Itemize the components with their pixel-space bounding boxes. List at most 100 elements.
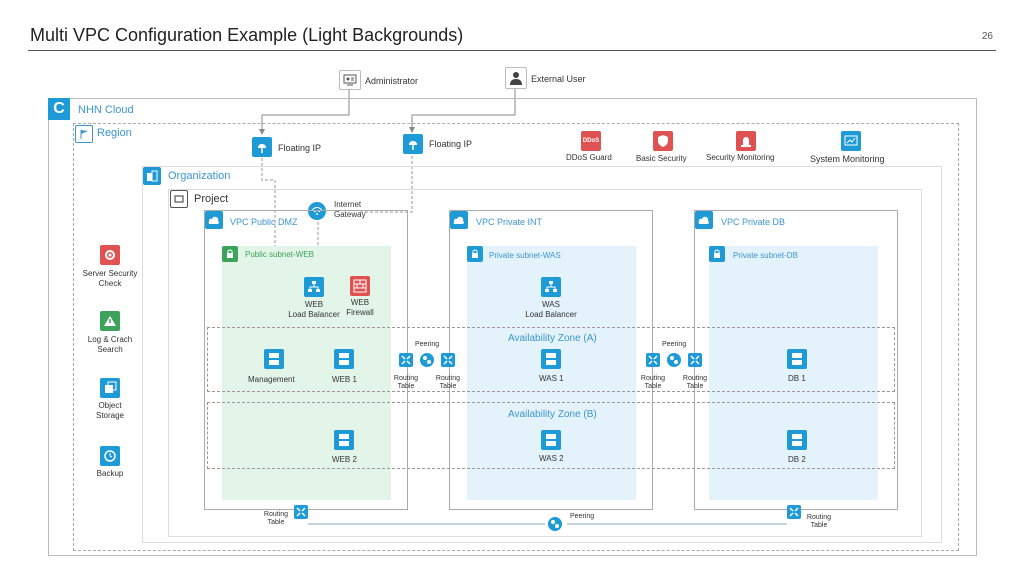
web-firewall-icon [350, 276, 370, 296]
routing-table-3b-icon [787, 505, 801, 519]
administrator-icon [339, 70, 361, 90]
external-user-label: External User [531, 74, 586, 84]
peering-3-label: Peering [570, 513, 595, 520]
peering-1-label: Peering [415, 341, 440, 348]
internet-gateway-label-2: Gateway [334, 210, 366, 219]
subnet-was-label: Private subnet-WAS [489, 251, 561, 260]
backup-icon [100, 446, 120, 466]
routing-table-1a-icon [399, 353, 413, 367]
floating-ip-left-icon [252, 137, 272, 157]
management-server-icon [264, 349, 284, 369]
internet-gateway-icon [308, 202, 326, 220]
peering-2-icon [667, 353, 681, 367]
availability-zone-b-label: Availability Zone (B) [508, 409, 597, 420]
security-monitoring-label: Security Monitoring [706, 153, 775, 162]
vpc-dmz-label: VPC Public DMZ [230, 217, 298, 227]
subnet-web-label: Public subnet-WEB [245, 250, 314, 259]
subnet-was-lock-icon [467, 246, 483, 262]
ddos-badge-text: DDoS [582, 138, 600, 144]
was2-server-icon [541, 430, 561, 450]
routing-table-3a-icon [294, 505, 308, 519]
management-label: Management [248, 375, 295, 384]
region-flag-icon [75, 125, 93, 143]
peering-1-icon [420, 353, 434, 367]
nhn-cloud-icon: C [48, 98, 70, 120]
vpc-int-icon [450, 211, 468, 229]
routing-table-2a-icon [646, 353, 660, 367]
object-storage-icon [100, 378, 120, 398]
db1-server-icon [787, 349, 807, 369]
availability-zone-a [207, 327, 895, 392]
was1-server-icon [541, 349, 561, 369]
organization-label: Organization [168, 170, 231, 182]
project-icon [170, 190, 188, 208]
db2-label: DB 2 [788, 455, 806, 464]
availability-zone-a-label: Availability Zone (A) [508, 333, 597, 344]
nhn-cloud-label: NHN Cloud [78, 104, 134, 116]
basic-security-label: Basic Security [636, 154, 687, 163]
was1-label: WAS 1 [539, 374, 564, 383]
system-monitoring-icon [841, 131, 861, 151]
region-boundary [73, 123, 959, 551]
vpc-int-label: VPC Private INT [476, 217, 543, 227]
subnet-db-lock-icon [709, 246, 725, 262]
peering-2-label: Peering [662, 341, 687, 348]
web1-server-icon [334, 349, 354, 369]
web-load-balancer-icon [304, 277, 324, 297]
log-crash-search-icon [100, 311, 120, 331]
internet-gateway-label-1: Internet [334, 200, 362, 209]
page-number: 26 [981, 31, 993, 42]
web2-server-icon [334, 430, 354, 450]
routing-table-1b-icon [441, 353, 455, 367]
nhn-cloud-boundary [48, 98, 977, 556]
floating-ip-left-label: Floating IP [278, 143, 322, 153]
system-monitoring-label: System Monitoring [810, 154, 885, 164]
server-security-check-icon [100, 245, 120, 265]
backup-label: Backup [96, 469, 124, 478]
administrator-label: Administrator [365, 76, 419, 86]
project-boundary [168, 189, 922, 537]
vpc-db-label: VPC Private DB [721, 217, 786, 227]
project-label: Project [194, 193, 229, 205]
floating-ip-right-label: Floating IP [429, 139, 473, 149]
was-load-balancer-icon [541, 277, 561, 297]
db1-label: DB 1 [788, 374, 806, 383]
web1-label: WEB 1 [332, 375, 357, 384]
was2-label: WAS 2 [539, 454, 564, 463]
vpc-dmz-icon [205, 211, 223, 229]
vpc-db-icon [695, 211, 713, 229]
floating-ip-dashed-right [360, 156, 413, 213]
security-monitoring-icon [736, 131, 756, 151]
web2-label: WEB 2 [332, 455, 357, 464]
subnet-db-label: Private subnet-DB [733, 251, 798, 260]
title-divider [28, 50, 996, 51]
floating-ip-right-icon [403, 134, 423, 154]
subnet-web-lock-icon [222, 246, 238, 262]
page-title: Multi VPC Configuration Example (Light B… [30, 25, 464, 45]
routing-table-2b-icon [688, 353, 702, 367]
ddos-guard-label: DDoS Guard [566, 153, 612, 162]
db2-server-icon [787, 430, 807, 450]
availability-zone-b [207, 402, 895, 469]
ddos-guard-icon: DDoS [581, 131, 601, 151]
external-user-icon [505, 67, 527, 89]
organization-icon [143, 167, 161, 185]
basic-security-icon [653, 131, 673, 151]
peering-3-icon [548, 517, 562, 531]
organization-boundary [142, 166, 942, 543]
subnet-private-db [709, 246, 878, 500]
region-label: Region [97, 127, 132, 139]
admin-link [259, 85, 350, 135]
